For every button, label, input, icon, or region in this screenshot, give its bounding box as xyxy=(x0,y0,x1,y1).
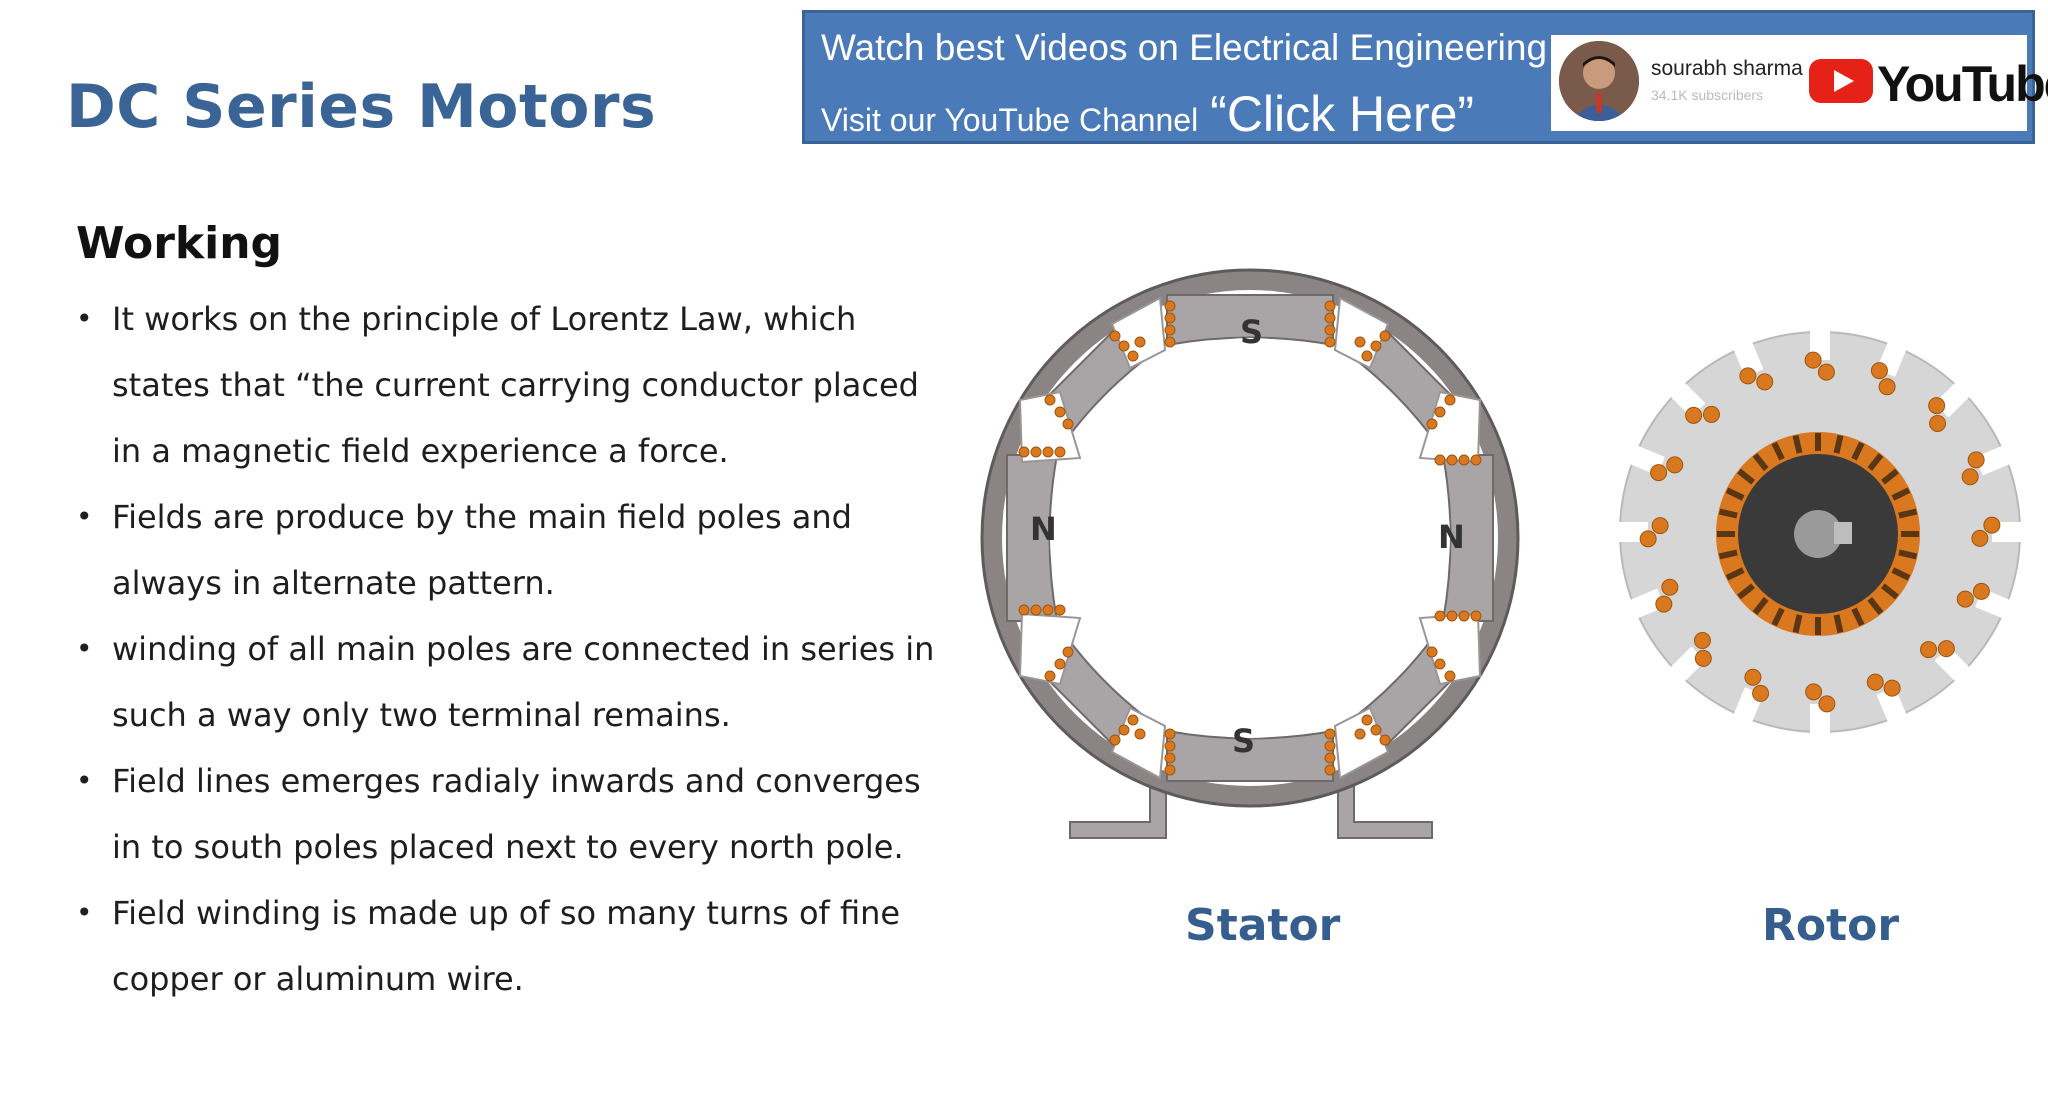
list-item: winding of all main poles are connected … xyxy=(76,616,936,748)
rotor-coil xyxy=(1983,516,2001,534)
pole-label-top: S xyxy=(1240,313,1263,351)
pole-label-bottom: S xyxy=(1232,722,1255,760)
rotor-coil xyxy=(1666,456,1684,474)
commutator-bar xyxy=(1815,617,1821,635)
rotor-slot xyxy=(1732,339,1764,377)
commutator-bar xyxy=(1867,453,1884,471)
commutator-bar xyxy=(1752,597,1769,615)
rotor-coil xyxy=(1752,684,1770,702)
rotor-slot xyxy=(1975,444,2013,476)
subscriber-count: 34.1K subscribers xyxy=(1651,87,1764,103)
rotor-coil xyxy=(1651,517,1669,535)
rotor-coil xyxy=(1971,529,1989,547)
pole-label-left: N xyxy=(1030,510,1057,548)
rotor-coil xyxy=(1883,679,1901,697)
commutator-bar xyxy=(1851,607,1865,627)
rotor-coil xyxy=(1961,468,1979,486)
rotor-coil xyxy=(1866,673,1884,691)
rotor-coil xyxy=(1870,362,1888,380)
commutator-bar xyxy=(1881,468,1899,485)
rotor-coil xyxy=(1685,406,1703,424)
section-heading: Working xyxy=(76,218,283,269)
rotor-label: Rotor xyxy=(1762,900,1900,951)
banner-subline: Visit our YouTube Channel “Click Here” xyxy=(821,85,1474,143)
channel-name: sourabh sharma xyxy=(1651,57,1803,80)
rotor-illustration xyxy=(1616,328,2024,736)
commutator-bar xyxy=(1725,567,1745,581)
rotor-coil xyxy=(1972,582,1990,600)
commutator-bar xyxy=(1881,583,1899,600)
commutator-bar xyxy=(1792,614,1803,634)
rotor-coil xyxy=(1928,397,1946,415)
banner-visit-text: Visit our YouTube Channel xyxy=(821,102,1199,138)
rotor-coil xyxy=(1702,405,1720,423)
rotor-coil xyxy=(1929,414,1947,432)
commutator-bar xyxy=(1771,441,1785,461)
list-item: Fields are produce by the main field pol… xyxy=(76,484,936,616)
commutator-bar xyxy=(1771,607,1785,627)
commutator-bar xyxy=(1815,433,1821,451)
commutator-bar xyxy=(1792,434,1803,454)
rotor-coil xyxy=(1650,464,1668,482)
commutator-bar xyxy=(1891,567,1911,581)
rotor-coil xyxy=(1956,590,1974,608)
rotor-coil xyxy=(1937,640,1955,658)
commutator-bar xyxy=(1717,531,1735,537)
rotor-coil xyxy=(1920,641,1938,659)
rotor-coil xyxy=(1967,451,1985,469)
rotor-coil xyxy=(1818,695,1836,713)
commutator-bar xyxy=(1898,549,1918,560)
commutator-bar xyxy=(1718,508,1738,519)
avatar xyxy=(1559,41,1639,121)
youtube-play-icon xyxy=(1809,59,1873,103)
rotor-coil xyxy=(1805,683,1823,701)
commutator-bar xyxy=(1737,583,1755,600)
stator-illustration: S S N N xyxy=(980,268,1520,839)
stator-label: Stator xyxy=(1185,900,1341,951)
commutator-bar xyxy=(1718,549,1738,560)
banner-headline: Watch best Videos on Electrical Engineer… xyxy=(821,27,1548,68)
rotor-shaft xyxy=(1794,510,1842,558)
rotor-coil xyxy=(1817,363,1835,381)
commutator-bar xyxy=(1901,531,1919,537)
commutator-bar xyxy=(1737,468,1755,485)
bullet-list: It works on the principle of Lorentz Law… xyxy=(76,286,936,1012)
commutator-bar xyxy=(1752,453,1769,471)
rotor-coil xyxy=(1878,378,1896,396)
slide-title: DC Series Motors xyxy=(66,72,657,142)
commutator-bars xyxy=(1717,433,1919,635)
rotor-coil xyxy=(1694,649,1712,667)
rotor-coil xyxy=(1739,367,1757,385)
rotor-coil xyxy=(1693,632,1711,650)
list-item: It works on the principle of Lorentz Law… xyxy=(76,286,936,484)
rotor-coil xyxy=(1744,668,1762,686)
youtube-wordmark: YouTube xyxy=(1877,56,2048,112)
rotor-coil xyxy=(1655,595,1673,613)
commutator-bar xyxy=(1833,434,1844,454)
channel-card[interactable]: sourabh sharma 34.1K subscribers YouTube xyxy=(1551,35,2048,131)
commutator-bar xyxy=(1891,487,1911,501)
rotor-coil xyxy=(1661,578,1679,596)
rotor-slot xyxy=(1627,588,1665,620)
commutator-bar xyxy=(1851,441,1865,461)
click-here-link[interactable]: “Click Here” xyxy=(1210,86,1475,142)
rotor-coil xyxy=(1804,351,1822,369)
pole-label-right: N xyxy=(1438,518,1465,556)
rotor-coils xyxy=(1639,351,2001,713)
commutator-bar xyxy=(1898,508,1918,519)
stator-foot-right xyxy=(1337,779,1433,839)
commutator-bar xyxy=(1725,487,1745,501)
rotor-slot xyxy=(1876,687,1908,725)
list-item: Field winding is made up of so many turn… xyxy=(76,880,936,1012)
list-item: Field lines emerges radialy inwards and … xyxy=(76,748,936,880)
commutator-bar xyxy=(1833,614,1844,634)
youtube-banner[interactable]: Watch best Videos on Electrical Engineer… xyxy=(802,10,2048,144)
commutator-bar xyxy=(1867,597,1884,615)
rotor-coil xyxy=(1756,373,1774,391)
rotor-coil xyxy=(1639,530,1657,548)
